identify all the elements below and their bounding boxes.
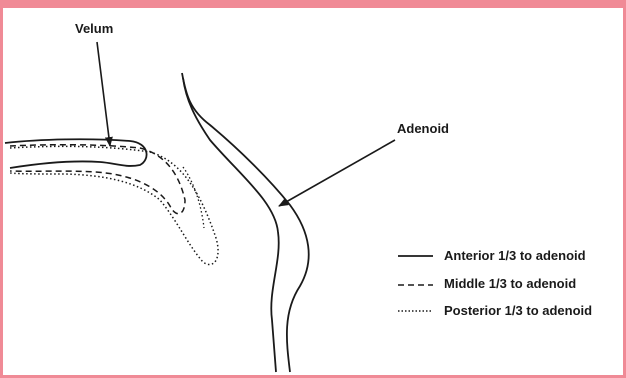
- velum-label: Velum: [75, 21, 113, 36]
- velum-anterior-outline: [5, 139, 147, 168]
- adenoid-outer-wall: [182, 73, 309, 372]
- legend-label-middle: Middle 1/3 to adenoid: [444, 276, 576, 291]
- velum-arrow: [97, 42, 110, 146]
- adenoid-label: Adenoid: [397, 121, 449, 136]
- velum-posterior-inner: [183, 167, 204, 228]
- legend-label-posterior: Posterior 1/3 to adenoid: [444, 303, 592, 318]
- adenoid-arrow: [279, 140, 395, 206]
- legend-label-anterior: Anterior 1/3 to adenoid: [444, 248, 586, 263]
- adenoid-inner-wall: [183, 78, 279, 372]
